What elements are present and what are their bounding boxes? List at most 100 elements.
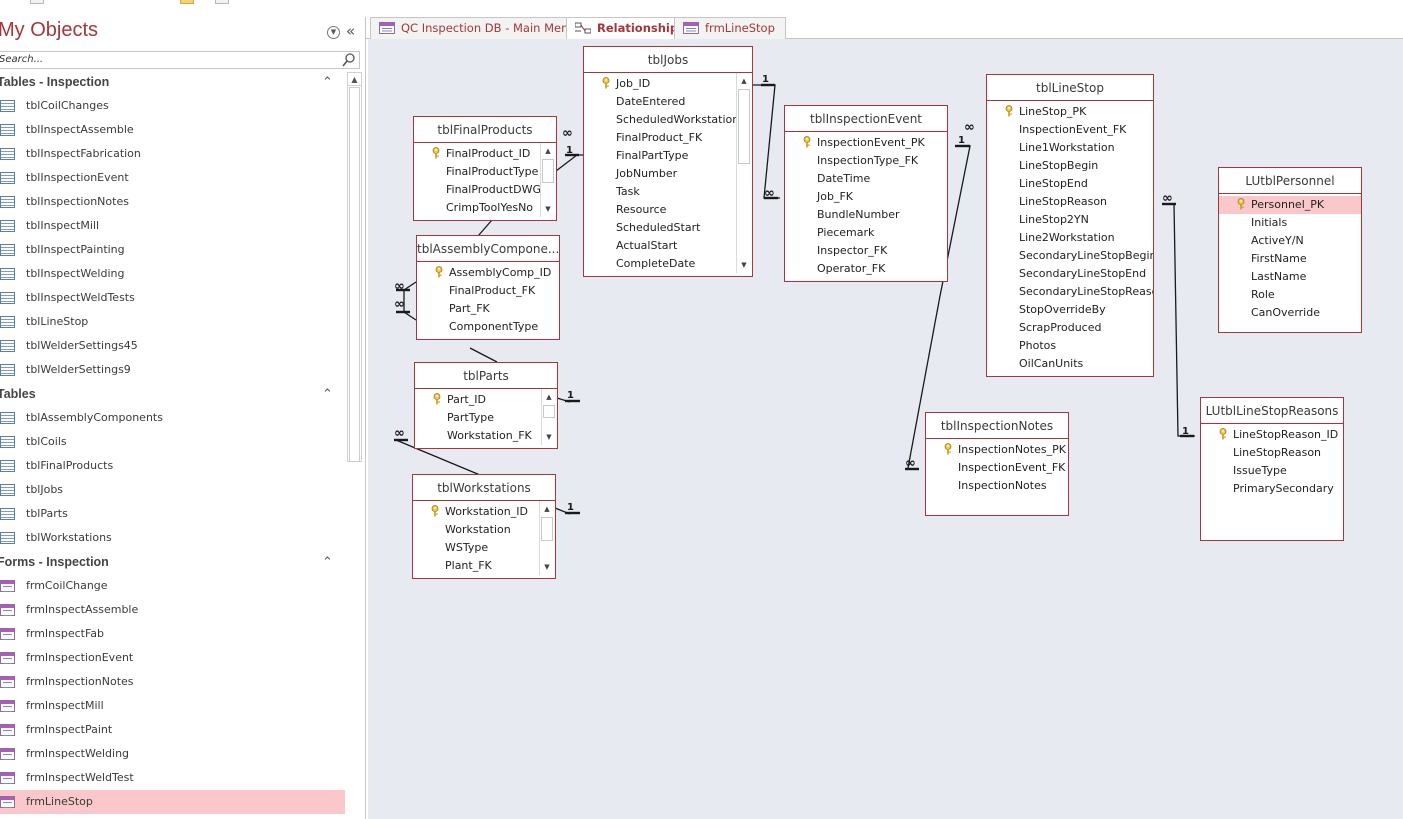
table-title[interactable]: tblAssemblyCompone... <box>417 236 559 262</box>
field-row[interactable]: LineStop_PK <box>987 103 1153 121</box>
field-row[interactable]: DateEntered <box>584 93 736 111</box>
field-row[interactable]: Part_ID <box>415 391 541 409</box>
field-row[interactable]: InspectionNotes_PK <box>926 441 1068 459</box>
folder-icon[interactable] <box>180 0 194 4</box>
table-title[interactable]: tblInspectionEvent <box>785 106 947 132</box>
field-row[interactable]: LineStopReason <box>987 193 1153 211</box>
nav-item[interactable]: tblWelderSettings45 <box>0 334 345 358</box>
collapse-group-icon[interactable]: ⌃ <box>322 554 333 569</box>
field-row[interactable]: ScheduledStart <box>584 219 736 237</box>
field-list-scrollbar[interactable]: ▲▼ <box>540 143 555 217</box>
nav-item[interactable]: tblInspectionEvent <box>0 166 345 190</box>
nav-item[interactable]: tblLineStop <box>0 310 345 334</box>
table-title[interactable]: LUtblLineStopReasons <box>1201 398 1343 424</box>
nav-item[interactable]: frmInspectionEvent <box>0 646 345 670</box>
field-row[interactable]: InspectionType_FK <box>785 152 947 170</box>
field-row[interactable]: SecondaryLineStopEnd <box>987 265 1153 283</box>
table-title[interactable]: tblLineStop <box>987 75 1153 101</box>
nav-item[interactable]: tblInspectFabrication <box>0 142 345 166</box>
field-row[interactable]: Operator_FK <box>785 260 947 278</box>
nav-item[interactable]: frmInspectWeldTest <box>0 766 345 790</box>
nav-item[interactable]: tblWorkstations <box>0 526 345 550</box>
scroll-down-icon[interactable]: ▼ <box>544 563 550 571</box>
field-row[interactable]: ActualStart <box>584 237 736 255</box>
field-row[interactable]: Plant_FK <box>413 557 539 575</box>
field-row[interactable]: OilCanUnits <box>987 355 1153 373</box>
nav-item[interactable]: tblInspectPainting <box>0 238 345 262</box>
scroll-up-icon[interactable]: ▲ <box>545 147 551 155</box>
collapse-group-icon[interactable]: ⌃ <box>322 386 333 401</box>
tab-main-menu[interactable]: QC Inspection DB - Main Menu <box>370 17 587 39</box>
field-row[interactable]: Workstation <box>413 521 539 539</box>
field-row[interactable]: LineStopBegin <box>987 157 1153 175</box>
field-row[interactable]: InspectionEvent_FK <box>987 121 1153 139</box>
field-row[interactable]: FinalProductType <box>414 163 540 181</box>
field-row[interactable]: Task <box>584 183 736 201</box>
field-row[interactable]: Line2Workstation <box>987 229 1153 247</box>
scroll-up-icon[interactable]: ▲ <box>544 505 550 513</box>
tab-frmlinestop[interactable]: frmLineStop <box>674 17 786 39</box>
nav-item[interactable]: tblInspectAssemble <box>0 118 345 142</box>
field-row[interactable]: Line1Workstation <box>987 139 1153 157</box>
field-row[interactable]: FinalProduct_FK <box>584 129 736 147</box>
nav-item[interactable]: tblInspectWelding <box>0 262 345 286</box>
nav-item[interactable]: tblInspectionNotes <box>0 190 345 214</box>
field-row[interactable]: Workstation_ID <box>413 503 539 521</box>
scroll-up-icon[interactable]: ▲ <box>546 393 552 401</box>
nav-search-box[interactable]: Search... <box>0 51 360 69</box>
nav-item[interactable]: frmWelderSettings45 <box>0 814 345 819</box>
field-row[interactable]: Part_FK <box>417 300 559 318</box>
field-row[interactable]: LineStopReason <box>1201 444 1343 462</box>
nav-scrollbar[interactable]: ▲ <box>347 72 362 462</box>
table-title[interactable]: tblJobs <box>584 47 752 73</box>
field-row[interactable]: Resource <box>584 201 736 219</box>
nav-item[interactable]: tblWelderSettings9 <box>0 358 345 382</box>
nav-pane-menu-icon[interactable]: ▼ <box>327 26 340 39</box>
scroll-thumb[interactable] <box>542 159 554 183</box>
field-row[interactable]: LineStopReason_ID <box>1201 426 1343 444</box>
scroll-thumb[interactable] <box>543 405 555 419</box>
nav-group-header[interactable]: Forms - Inspection⌃ <box>0 550 345 574</box>
nav-item[interactable]: frmInspectMill <box>0 694 345 718</box>
field-row[interactable]: PartType <box>415 409 541 427</box>
nav-item[interactable]: tblInspectWeldTests <box>0 286 345 310</box>
field-row[interactable]: Initials <box>1219 214 1361 232</box>
field-row[interactable]: ScheduledWorkstation <box>584 111 736 129</box>
field-row[interactable]: ScrapProduced <box>987 319 1153 337</box>
field-row[interactable]: StopOverrideBy <box>987 301 1153 319</box>
field-row[interactable]: WSType <box>413 539 539 557</box>
field-row[interactable]: FirstName <box>1219 250 1361 268</box>
nav-search-input[interactable]: Search... <box>0 54 44 65</box>
nav-group-header[interactable]: Tables - Inspection⌃ <box>0 70 345 94</box>
table-title[interactable]: tblWorkstations <box>413 475 555 501</box>
nav-item[interactable]: tblParts <box>0 502 345 526</box>
scroll-up-icon[interactable]: ▲ <box>741 77 747 85</box>
field-row[interactable]: LastName <box>1219 268 1361 286</box>
table-title[interactable]: tblFinalProducts <box>414 117 556 143</box>
field-row[interactable]: Workstation_FK <box>415 427 541 445</box>
field-row[interactable]: AssemblyComp_ID <box>417 264 559 282</box>
nav-item[interactable]: frmCoilChange <box>0 574 345 598</box>
field-row[interactable]: DateTime <box>785 170 947 188</box>
field-row[interactable]: FinalProduct_FK <box>417 282 559 300</box>
search-icon[interactable] <box>215 0 229 4</box>
field-row[interactable]: Job_FK <box>785 188 947 206</box>
collapse-group-icon[interactable]: ⌃ <box>322 74 333 89</box>
field-row[interactable]: LineStop2YN <box>987 211 1153 229</box>
field-row[interactable]: InspectionNotes <box>926 477 1068 495</box>
field-row[interactable]: Photos <box>987 337 1153 355</box>
nav-item[interactable]: tblCoils <box>0 430 345 454</box>
field-row[interactable]: FinalProductDWG <box>414 181 540 199</box>
field-list-scrollbar[interactable]: ▲▼ <box>539 501 554 575</box>
scroll-thumb[interactable] <box>738 89 750 164</box>
field-row[interactable]: PrimarySecondary <box>1201 480 1343 498</box>
field-row[interactable]: JobNumber <box>584 165 736 183</box>
nav-item[interactable]: tblJobs <box>0 478 345 502</box>
